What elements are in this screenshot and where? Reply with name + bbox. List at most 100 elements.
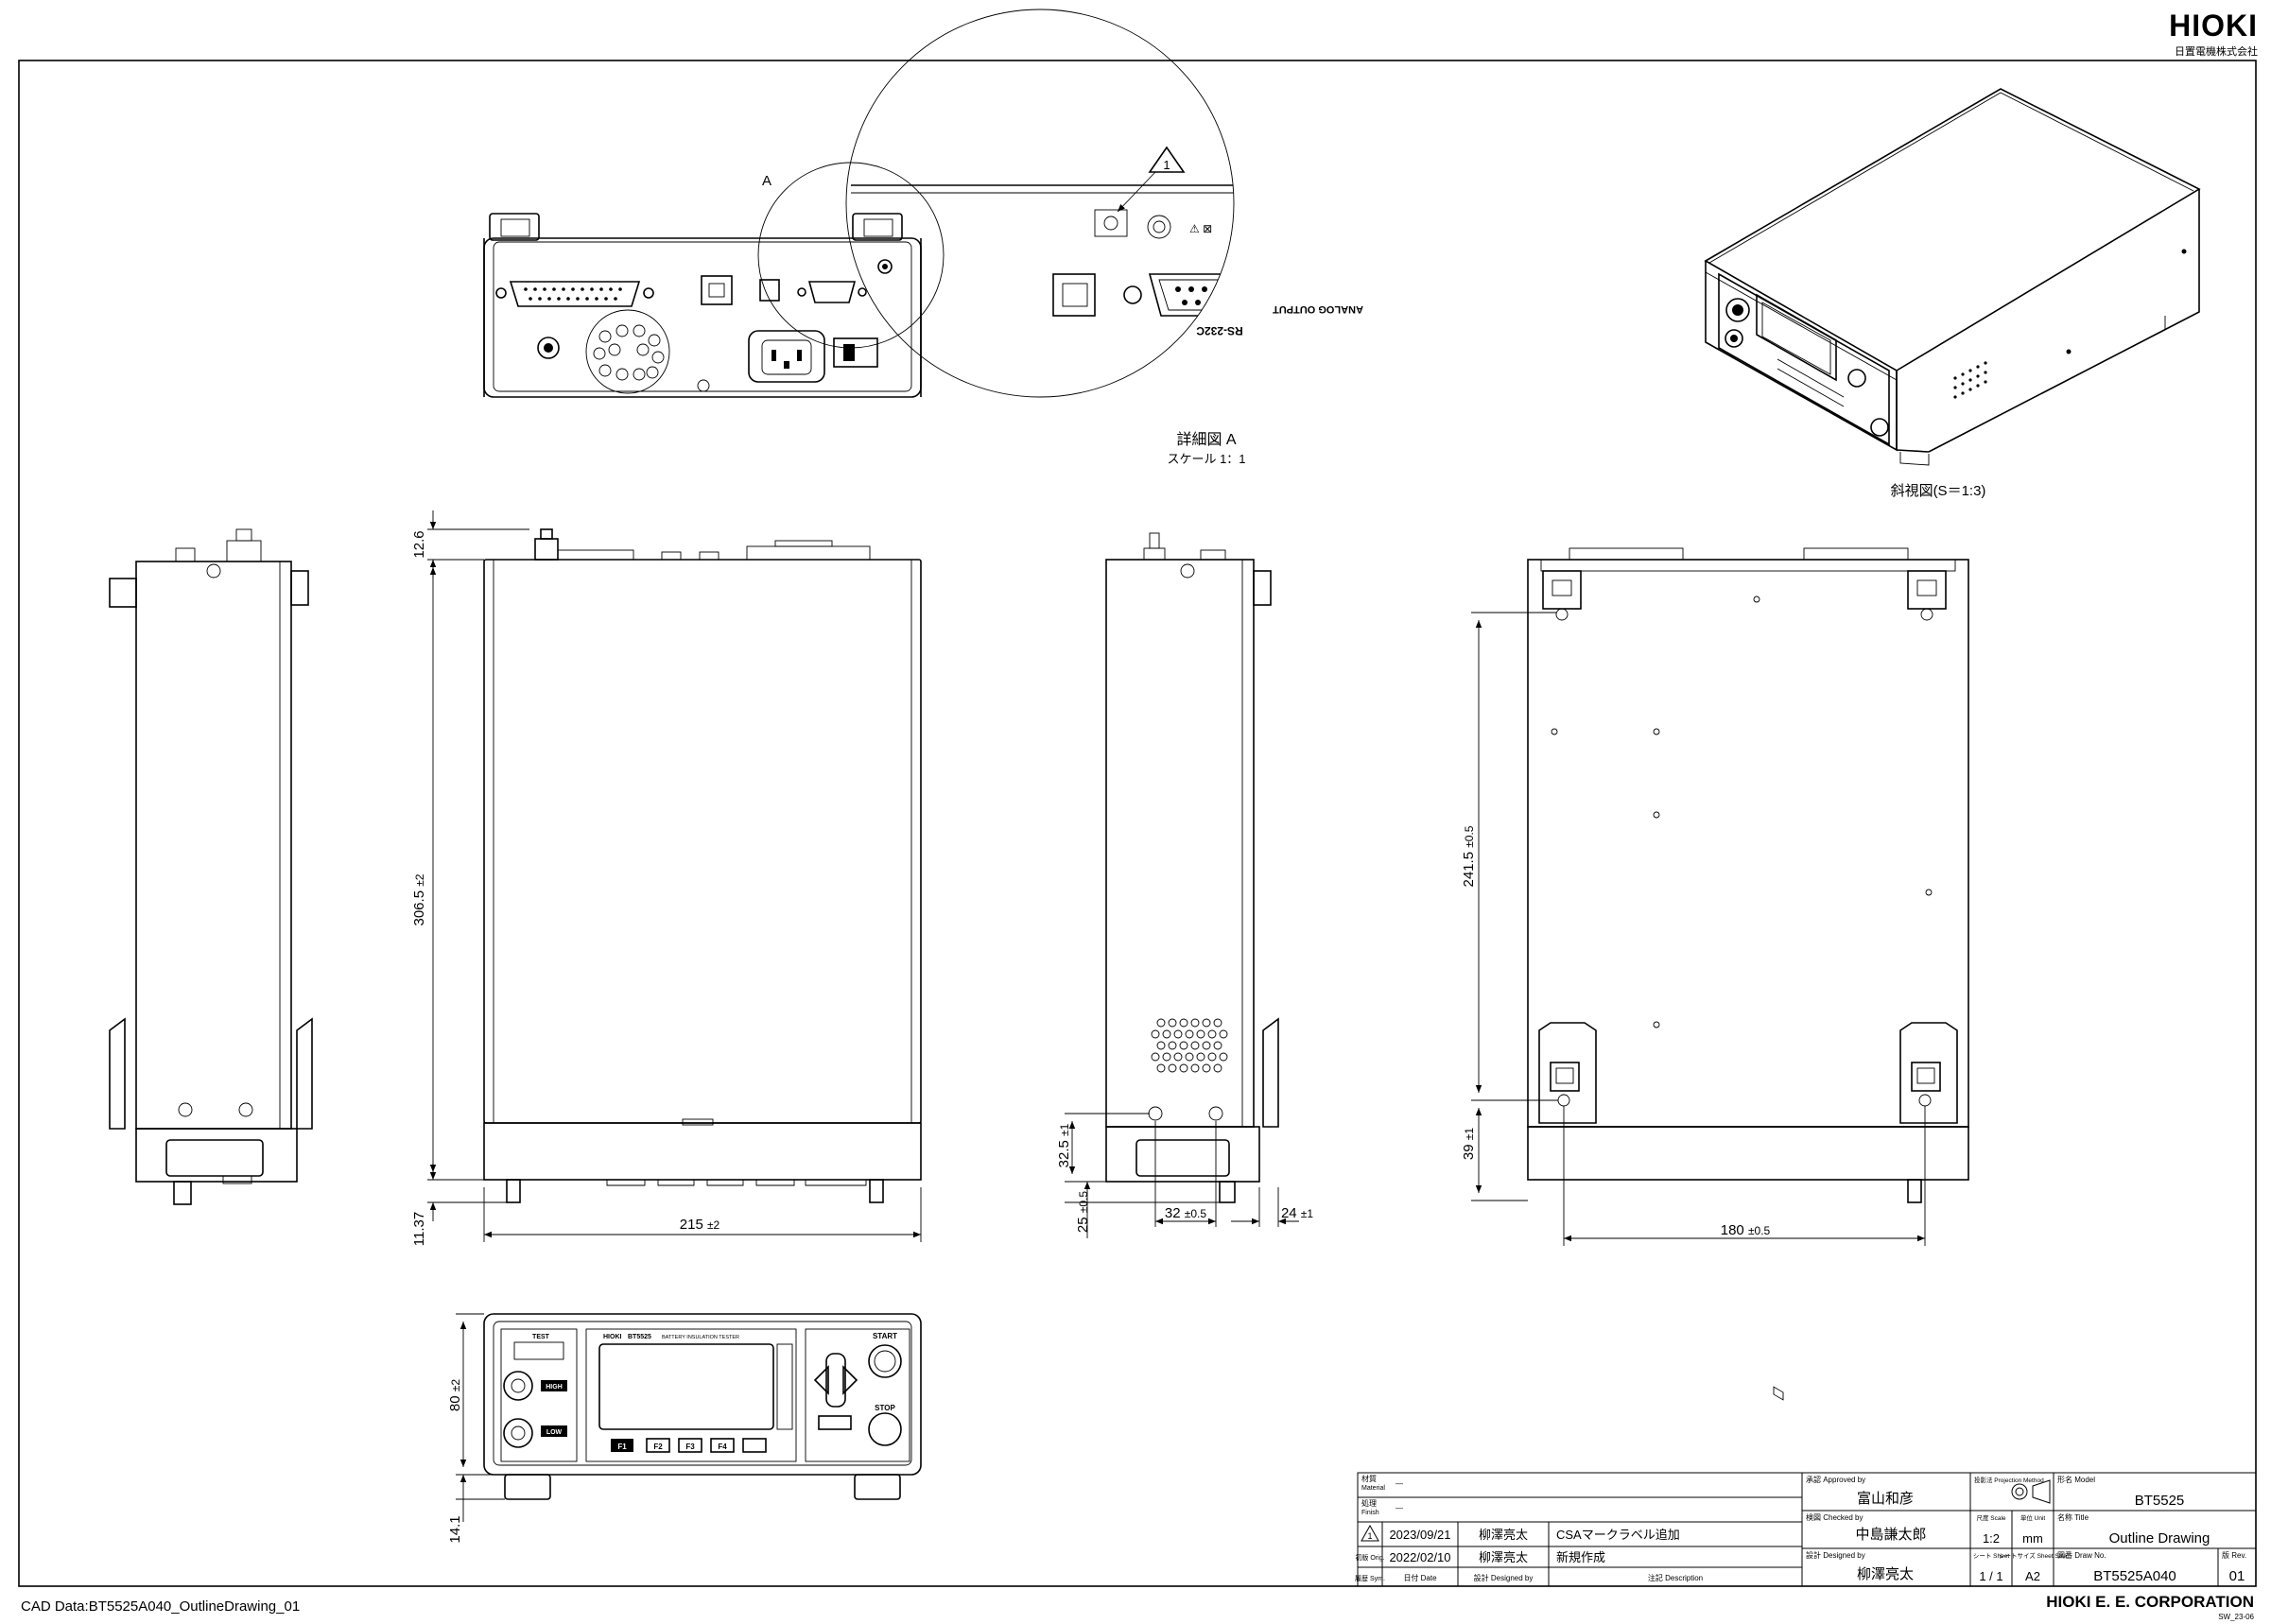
stop-label: STOP — [875, 1404, 895, 1412]
rev0-description: 新規作成 — [1556, 1550, 1605, 1564]
drawing-no-value: BT5525A040 — [2093, 1568, 2176, 1584]
title-block — [1357, 1472, 2257, 1587]
dim-width-side-tol: ±2 — [707, 1218, 720, 1232]
front-product: BATTERY INSULATION TESTER — [662, 1335, 739, 1340]
dim-bottom-241-5-tol: ±0.5 — [1463, 825, 1476, 848]
history-label: 履歴 Sym. — [1355, 1575, 1385, 1582]
svg-text:215 ±2: 215 ±2 — [680, 1217, 720, 1233]
svg-text:24 ±1: 24 ±1 — [1281, 1205, 1313, 1221]
svg-text:80 ±2: 80 ±2 — [447, 1379, 463, 1411]
drawing-frame — [18, 60, 2257, 1587]
projection-label: 投影法 Projection Method — [1974, 1476, 2044, 1484]
rev0-date: 2022/02/10 — [1389, 1550, 1450, 1564]
dim-top-offset: 12.6 — [411, 530, 427, 558]
dim-rear-32: 32 — [1165, 1205, 1181, 1221]
dim-rear-25-tol: ±0.5 — [1077, 1191, 1090, 1214]
dim-bottom-180-tol: ±0.5 — [1748, 1224, 1771, 1237]
dim-rear-32-tol: ±0.5 — [1185, 1207, 1207, 1220]
finish-label-en: Finish — [1361, 1510, 1379, 1516]
rev1-description: CSAマークラベル追加 — [1556, 1528, 1680, 1542]
low-label: LOW — [546, 1429, 563, 1436]
dim-bottom-39-tol: ±1 — [1463, 1128, 1476, 1141]
scale-value: 1:2 — [1983, 1531, 2000, 1546]
col-designer: 設計 Designed by — [1474, 1573, 1534, 1582]
material-value: — — [1396, 1479, 1403, 1488]
designed-by: 柳澤亮太 — [1857, 1566, 1914, 1582]
approved-by: 富山和彦 — [1857, 1490, 1914, 1507]
dim-bottom-39: 39 — [1461, 1144, 1477, 1160]
detail-caption: 詳細図 A — [1176, 431, 1236, 448]
analog-output-label: ANALOG OUTPUT — [1273, 303, 1363, 315]
dim-height-side-tol: ±2 — [413, 873, 426, 887]
drawing-no-label: 図番 Draw No. — [2057, 1550, 2106, 1560]
dim-height-side: 306.5 — [411, 890, 427, 926]
dim-rear-24-tol: ±1 — [1301, 1207, 1314, 1220]
dim-front-14-1: 14.1 — [447, 1515, 463, 1543]
dim-bottom-offset: 11.37 — [411, 1212, 427, 1246]
detail-marker-label: A — [762, 173, 771, 189]
rs232c-label: RS-232C — [1196, 324, 1243, 337]
dim-width-side: 215 — [680, 1217, 703, 1233]
rev1-designer: 柳澤亮太 — [1479, 1528, 1528, 1542]
high-label: HIGH — [546, 1384, 563, 1391]
corporation-name: HIOKI E. E. CORPORATION — [2046, 1593, 2254, 1611]
form-code: SW_23-06 — [2218, 1613, 2254, 1621]
f2-label: F2 — [653, 1443, 663, 1451]
svg-text:⚠ ⊠: ⚠ ⊠ — [1189, 222, 1212, 235]
designed-label: 設計 Designed by — [1806, 1550, 1865, 1560]
finish-label-ja: 処理 — [1361, 1498, 1377, 1508]
col-date: 日付 Date — [1403, 1573, 1437, 1582]
sheet-size-label: シートサイズ Sheet Size — [1999, 1551, 2067, 1560]
svg-text:180 ±0.5: 180 ±0.5 — [1721, 1222, 1771, 1238]
svg-text:241.5 ±0.5: 241.5 ±0.5 — [1461, 825, 1477, 887]
bottom-view — [1527, 547, 1969, 1203]
material-label-ja: 材質 — [1361, 1474, 1377, 1483]
unit-label: 単位 Unit — [2020, 1513, 2046, 1522]
start-label: START — [873, 1332, 897, 1340]
sheet-value: 1 / 1 — [1979, 1569, 2002, 1583]
front-panel-dimensions — [456, 1313, 505, 1522]
isometric-view — [1704, 88, 2201, 1401]
rear-panel-view — [483, 213, 922, 398]
svg-text:39 ±1: 39 ±1 — [1461, 1128, 1477, 1160]
front-model: BT5525 — [628, 1334, 651, 1340]
dim-rear-32-5: 32.5 — [1056, 1140, 1072, 1167]
model-value: BT5525 — [2135, 1493, 2185, 1509]
unit-value: mm — [2022, 1531, 2043, 1546]
test-label: TEST — [532, 1334, 550, 1340]
left-side-view — [109, 528, 313, 1205]
side-view — [483, 528, 922, 1203]
iso-caption: 斜視図(S＝1:3) — [1891, 483, 1986, 499]
rev-value: 01 — [2229, 1568, 2245, 1584]
col-description: 注記 Description — [1648, 1573, 1703, 1582]
model-label: 形名 Model — [2057, 1475, 2095, 1484]
front-logo: HIOKI — [603, 1334, 622, 1340]
svg-text:25 ±0.5: 25 ±0.5 — [1075, 1191, 1091, 1233]
svg-text:32 ±0.5: 32 ±0.5 — [1165, 1205, 1206, 1221]
checked-label: 検図 Checked by — [1806, 1512, 1863, 1522]
rev1-date: 2023/09/21 — [1389, 1528, 1450, 1542]
title-value: Outline Drawing — [2109, 1530, 2210, 1546]
svg-text:306.5 ±2: 306.5 ±2 — [411, 873, 427, 925]
rev0-designer: 柳澤亮太 — [1479, 1550, 1528, 1564]
dim-front-80-tol: ±2 — [449, 1379, 462, 1392]
dim-front-80: 80 — [447, 1395, 463, 1411]
revision-mark: 1 — [1163, 158, 1170, 172]
svg-text:ᵘᴷ CE: ᵘᴷ CE — [1263, 220, 1301, 236]
title-label: 名称 Title — [2057, 1512, 2089, 1522]
dim-rear-25: 25 — [1075, 1217, 1091, 1233]
dim-bottom-180: 180 — [1721, 1222, 1744, 1238]
checked-by: 中島謙太郎 — [1855, 1527, 1926, 1543]
rev0-mark: 初版 Orig. — [1355, 1553, 1384, 1562]
rear-side-view — [1105, 532, 1279, 1203]
dim-bottom-241-5: 241.5 — [1461, 852, 1477, 888]
material-label-en: Material — [1361, 1485, 1385, 1492]
approved-label: 承認 Approved by — [1806, 1475, 1865, 1484]
side-view-dimensions — [427, 510, 922, 1242]
f3-label: F3 — [685, 1443, 695, 1451]
detail-scale: スケール 1：1 — [1167, 452, 1245, 466]
cad-data-label: CAD Data:BT5525A040_OutlineDrawing_01 — [21, 1598, 300, 1615]
detail-a-view: ⚠ ⊠ ᵘᴷ CE RS-232C ANALOG OUTPUT 1 — [845, 9, 1363, 398]
bottom-view-dimensions — [1471, 612, 1926, 1246]
